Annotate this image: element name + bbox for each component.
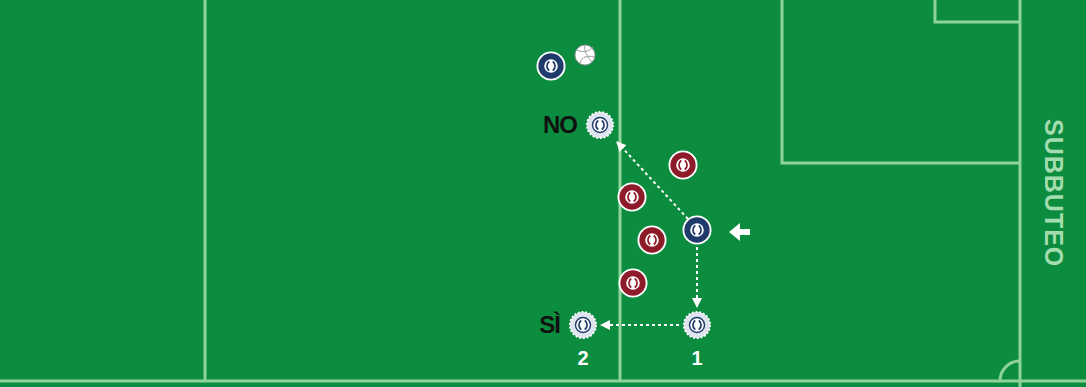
- brand-wordmark: SUBBUTEO: [1039, 119, 1068, 267]
- choice-label: NO: [543, 113, 577, 137]
- player-red: [618, 183, 645, 210]
- pass-arrow: [601, 324, 679, 326]
- player-active: [683, 216, 710, 243]
- position-marker: SÌ2: [568, 310, 598, 340]
- ball: [575, 45, 595, 65]
- player-red: [669, 151, 696, 178]
- choice-label: SÌ: [539, 313, 560, 337]
- player-red: [619, 269, 646, 296]
- ghost-player: [682, 310, 712, 340]
- ghost-player: [568, 310, 598, 340]
- step-number: 1: [691, 348, 702, 368]
- ghost-player: [585, 110, 615, 140]
- pointer-arrow: [729, 223, 750, 241]
- player-blue: [537, 52, 564, 79]
- position-marker: NO: [585, 110, 615, 140]
- player-red: [638, 226, 665, 253]
- position-marker: 1: [682, 310, 712, 340]
- step-number: 2: [577, 348, 588, 368]
